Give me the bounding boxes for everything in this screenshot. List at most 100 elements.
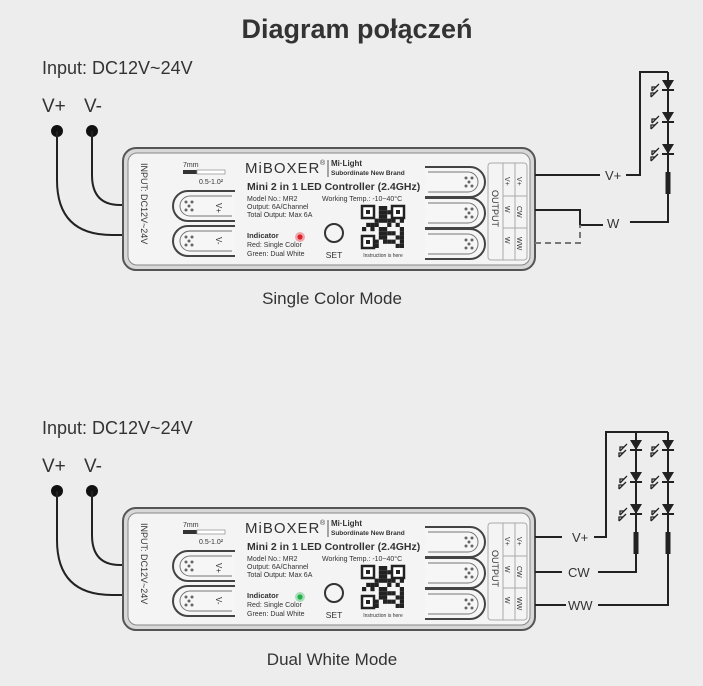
- model-number: Model No.: MR2: [247, 196, 298, 203]
- led-icon: [650, 144, 674, 162]
- output-label: OUTPUT: [490, 550, 500, 588]
- output-cw-label: CW: [568, 565, 590, 580]
- vplus-input-wire: [56, 491, 125, 596]
- set-button[interactable]: [324, 223, 344, 243]
- controller-name: Mini 2 in 1 LED Controller (2.4GHz): [247, 541, 420, 553]
- output-col1-label: W: [503, 206, 510, 213]
- output-terminal: [425, 228, 486, 260]
- vminus-input-wire: [91, 131, 125, 206]
- qr-code[interactable]: [360, 564, 406, 610]
- registered-mark: ®: [320, 519, 326, 527]
- output-terminal: [425, 557, 486, 589]
- instruction-label: Instruction is here: [363, 613, 403, 619]
- input-terminal: [172, 585, 235, 617]
- output-col1-label: W: [503, 566, 510, 573]
- sub-brand-name: Mi·Light: [331, 519, 362, 528]
- led-icon: [618, 504, 642, 522]
- sub-brand-tagline: Subordinate New Brand: [331, 530, 405, 537]
- indicator-green-meaning: Green: Dual White: [247, 611, 305, 618]
- controller-name: Mini 2 in 1 LED Controller (2.4GHz): [247, 181, 420, 193]
- total-output: Total Output: Max 6A: [247, 212, 313, 219]
- input-vminus-label: V-: [84, 456, 102, 477]
- terminal-vplus-label: V+: [214, 563, 223, 573]
- w-output-wire-dashed: [535, 225, 581, 244]
- output-col2-label: CW: [515, 206, 522, 218]
- output-rating: Output: 6A/Channel: [247, 204, 309, 211]
- wire-gauge-label: 0.5-1.0²: [199, 179, 224, 186]
- input-voltage-label: Input: DC12V~24V: [42, 58, 193, 78]
- registered-mark: ®: [320, 159, 326, 167]
- output-col1-label: W: [503, 237, 510, 244]
- led-icon: [618, 440, 642, 458]
- input-voltage-label: Input: DC12V~24V: [42, 418, 193, 438]
- dual-white-diagram: Input: DC12V~24V V+ V- INPUT: DC12V~24V 7mm 0…: [42, 418, 674, 669]
- indicator-label: Indicator: [247, 231, 279, 240]
- output-col1-label: V+: [503, 537, 510, 546]
- output-col1-label: V+: [503, 177, 510, 186]
- output-col2-label: WW: [515, 597, 522, 611]
- mode-caption: Dual White Mode: [267, 650, 397, 669]
- working-temp: Working Temp.: -10~40°C: [322, 555, 402, 563]
- strip-length-label: 7mm: [183, 162, 199, 169]
- output-vplus-label: V+: [572, 530, 588, 545]
- indicator-green-meaning: Green: Dual White: [247, 251, 305, 258]
- led-icon: [650, 472, 674, 490]
- wire-gauge-label: 0.5-1.0²: [199, 539, 224, 546]
- brand-logo: MiBOXER: [245, 160, 320, 177]
- output-ww-label: WW: [568, 598, 593, 613]
- set-button[interactable]: [324, 583, 344, 603]
- terminal-vminus-label: V-: [214, 237, 223, 245]
- total-output: Total Output: Max 6A: [247, 572, 313, 579]
- output-col2-label: V+: [515, 537, 522, 546]
- sub-brand-name: Mi·Light: [331, 159, 362, 168]
- output-vplus-label: V+: [605, 168, 621, 183]
- vminus-input-wire: [91, 491, 125, 566]
- output-rating: Output: 6A/Channel: [247, 564, 309, 571]
- output-terminal: [425, 588, 486, 620]
- terminal-vplus-label: V+: [214, 203, 223, 213]
- input-vplus-label: V+: [42, 96, 66, 117]
- output-terminal: [425, 197, 486, 229]
- set-button-label: SET: [326, 250, 343, 260]
- output-table: [487, 522, 528, 621]
- indicator-label: Indicator: [247, 591, 279, 600]
- qr-code[interactable]: [360, 204, 406, 250]
- cw-output-wire: [535, 540, 637, 573]
- w-output-wire: [535, 209, 603, 226]
- indicator-red-meaning: Red: Single Color: [247, 242, 303, 249]
- ww-output-wire: [535, 540, 669, 606]
- led-icon: [650, 504, 674, 522]
- output-label: OUTPUT: [490, 190, 500, 228]
- page-title: Diagram połączeń: [241, 14, 472, 44]
- output-col2-label: CW: [515, 566, 522, 578]
- led-icon: [650, 80, 674, 98]
- output-terminal: [425, 526, 486, 558]
- brand-logo: MiBOXER: [245, 520, 320, 537]
- output-col2-label: V+: [515, 177, 522, 186]
- input-vminus-label: V-: [84, 96, 102, 117]
- input-terminal: [172, 225, 235, 257]
- vplus-output-wire: [535, 71, 668, 176]
- sub-brand-tagline: Subordinate New Brand: [331, 170, 405, 177]
- input-rating-label: INPUT: DC12V~24V: [139, 163, 149, 244]
- output-table: [487, 162, 528, 261]
- vplus-output-wire: [535, 431, 668, 538]
- input-terminal: [172, 550, 235, 582]
- single-color-diagram: Input: DC12V~24V V+ V- INPUT: DC12V~24V 7mm 0…: [42, 58, 674, 308]
- output-col2-label: WW: [515, 237, 522, 251]
- indicator-red-meaning: Red: Single Color: [247, 602, 303, 609]
- output-terminal: [425, 166, 486, 198]
- mode-caption: Single Color Mode: [262, 289, 402, 308]
- input-rating-label: INPUT: DC12V~24V: [139, 523, 149, 604]
- input-vplus-label: V+: [42, 456, 66, 477]
- strip-length-label: 7mm: [183, 522, 199, 529]
- output-col1-label: W: [503, 597, 510, 604]
- model-number: Model No.: MR2: [247, 556, 298, 563]
- led-icon: [650, 112, 674, 130]
- working-temp: Working Temp.: -10~40°C: [322, 195, 402, 203]
- set-button-label: SET: [326, 610, 343, 620]
- terminal-vminus-label: V-: [214, 597, 223, 605]
- strip-length-graphic: [183, 530, 197, 534]
- led-icon: [650, 440, 674, 458]
- led-icon: [618, 472, 642, 490]
